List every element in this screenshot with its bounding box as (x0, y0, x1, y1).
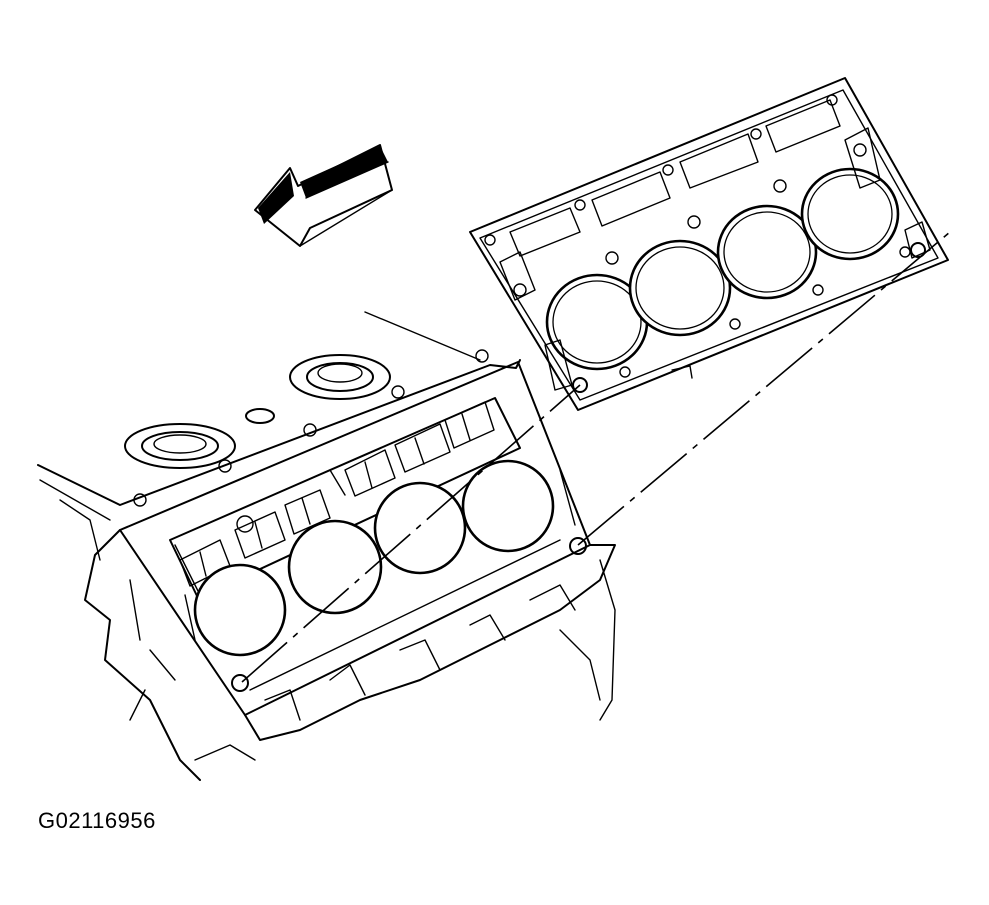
engine-block (37, 311, 616, 781)
gasket-slots (509, 99, 841, 257)
head-gasket (469, 77, 949, 411)
block-port-rear (124, 423, 236, 469)
block-port-front (289, 354, 391, 400)
block-cylinders (193, 459, 555, 657)
arrow-left-icon (254, 144, 393, 247)
alignment-lines (241, 231, 951, 683)
figure-code: G02116956 (38, 808, 156, 833)
gasket-bolt-holes (484, 94, 911, 378)
gasket-bores (545, 167, 900, 371)
